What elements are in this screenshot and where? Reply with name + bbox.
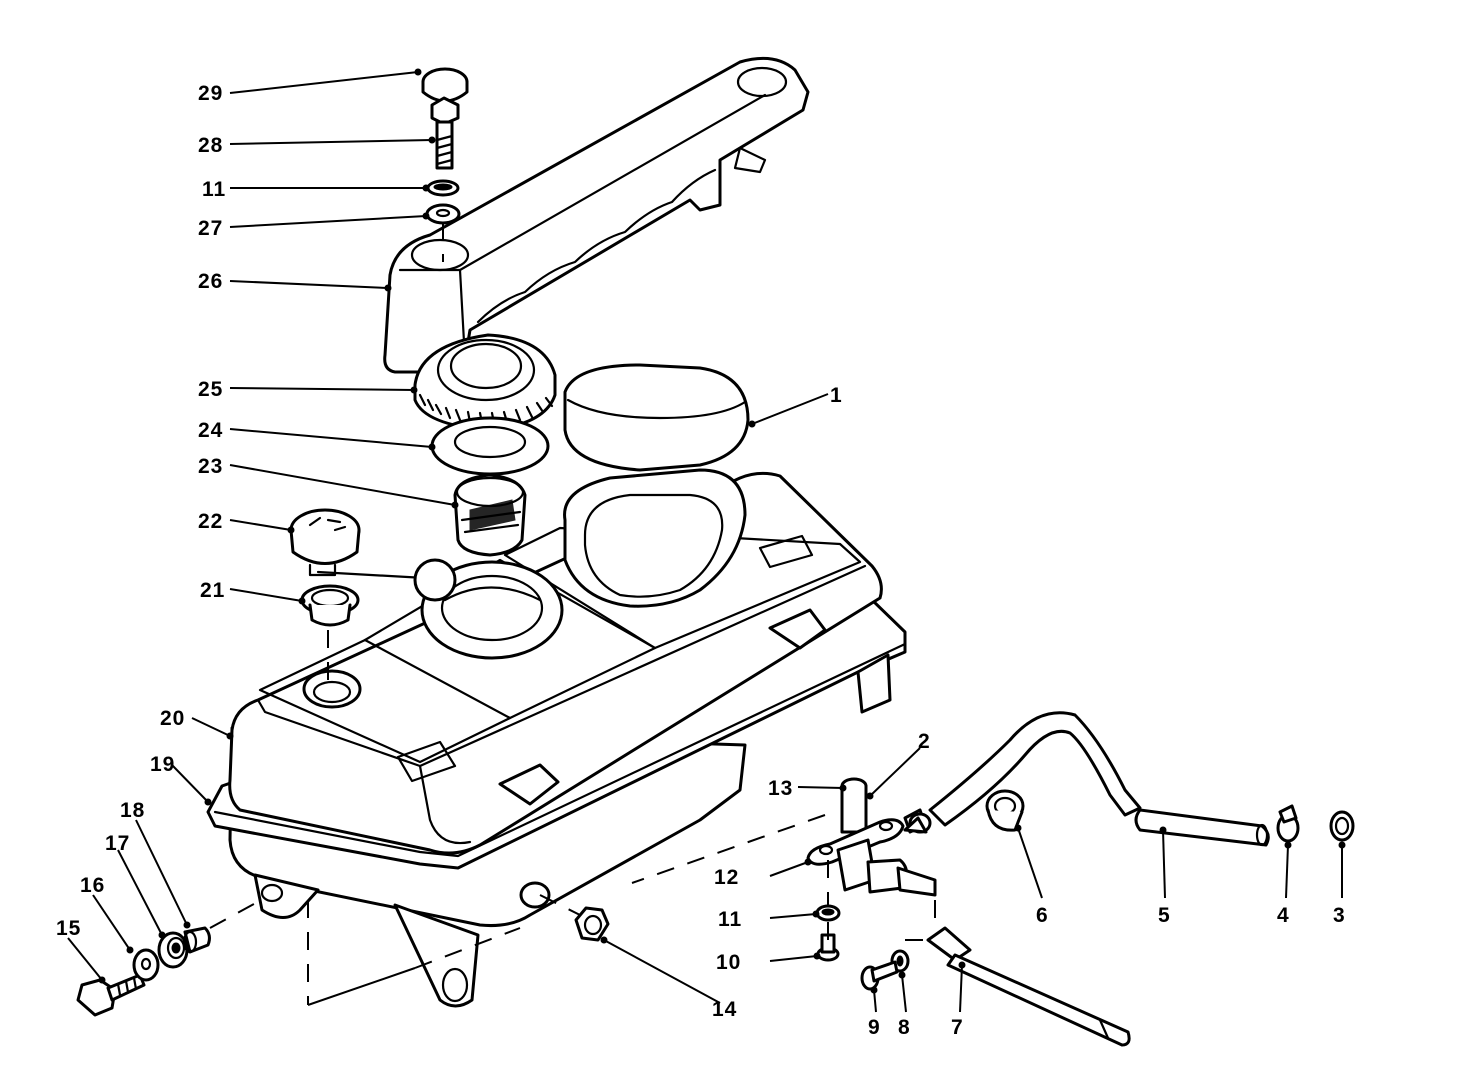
callout-17: 17: [105, 832, 130, 855]
callout-11-top: 11: [202, 178, 226, 201]
callout-23: 23: [198, 455, 223, 478]
callout-27: 27: [198, 217, 223, 240]
nut-14: [574, 906, 610, 942]
callout-21: 21: [200, 579, 225, 602]
callout-15: 15: [56, 917, 81, 940]
grommet-6: [985, 789, 1025, 832]
callout-26: 26: [198, 270, 223, 293]
callout-22: 22: [198, 510, 223, 533]
fuel-cap-25: [413, 333, 557, 432]
callout-12: 12: [714, 866, 739, 889]
fuel-tank: [206, 468, 907, 1008]
callout-28: 28: [198, 134, 223, 157]
cap-plug-29: [421, 67, 469, 103]
tank-cover-1: [563, 363, 750, 472]
screw-9: [860, 960, 899, 991]
callout-3: 3: [1333, 904, 1346, 927]
callout-19: 19: [150, 753, 175, 776]
fuel-gauge-22: [289, 508, 457, 602]
bolt-28: [430, 96, 460, 170]
tank-handle: [383, 56, 810, 374]
valve-lever-7: [926, 926, 1131, 1047]
callout-7: 7: [951, 1016, 964, 1039]
callout-20: 20: [160, 707, 185, 730]
callout-13: 13: [768, 777, 793, 800]
callout-1: 1: [830, 384, 843, 407]
gasket-24: [430, 416, 550, 476]
washer-11-bottom: [815, 904, 841, 922]
callout-labels: 29 28 11 27 26 25 24 23 22 21 20 19 18 1…: [56, 82, 1346, 1039]
strainer-23: [453, 473, 527, 557]
callout-16: 16: [80, 874, 105, 897]
callout-14: 14: [712, 998, 737, 1021]
fuel-hose-5: [928, 711, 1270, 847]
leader-lines: [67, 68, 1346, 1013]
callout-9: 9: [868, 1016, 881, 1039]
bushing-17: [157, 931, 189, 969]
callout-2: 2: [918, 730, 931, 753]
callout-10: 10: [716, 951, 741, 974]
washer-16: [132, 948, 160, 982]
callout-5: 5: [1158, 904, 1171, 927]
grommet-21: [300, 584, 360, 627]
hose-clamp-4: [1276, 804, 1300, 843]
mounting-bolt-15: [76, 973, 146, 1017]
lock-washer-11-top: [426, 179, 460, 197]
callout-25: 25: [198, 378, 223, 401]
callout-4: 4: [1277, 904, 1290, 927]
callout-29: 29: [198, 82, 223, 105]
callout-24: 24: [198, 419, 223, 442]
hose-clamp-upper: [903, 812, 932, 834]
callout-8: 8: [898, 1016, 911, 1039]
callout-18: 18: [120, 799, 145, 822]
callout-11-bottom: 11: [718, 908, 742, 931]
grommet-3: [1329, 810, 1355, 842]
callout-6: 6: [1036, 904, 1049, 927]
assembly-centerlines: [209, 222, 936, 1006]
washer-27: [425, 203, 461, 225]
collar-18: [182, 926, 211, 954]
